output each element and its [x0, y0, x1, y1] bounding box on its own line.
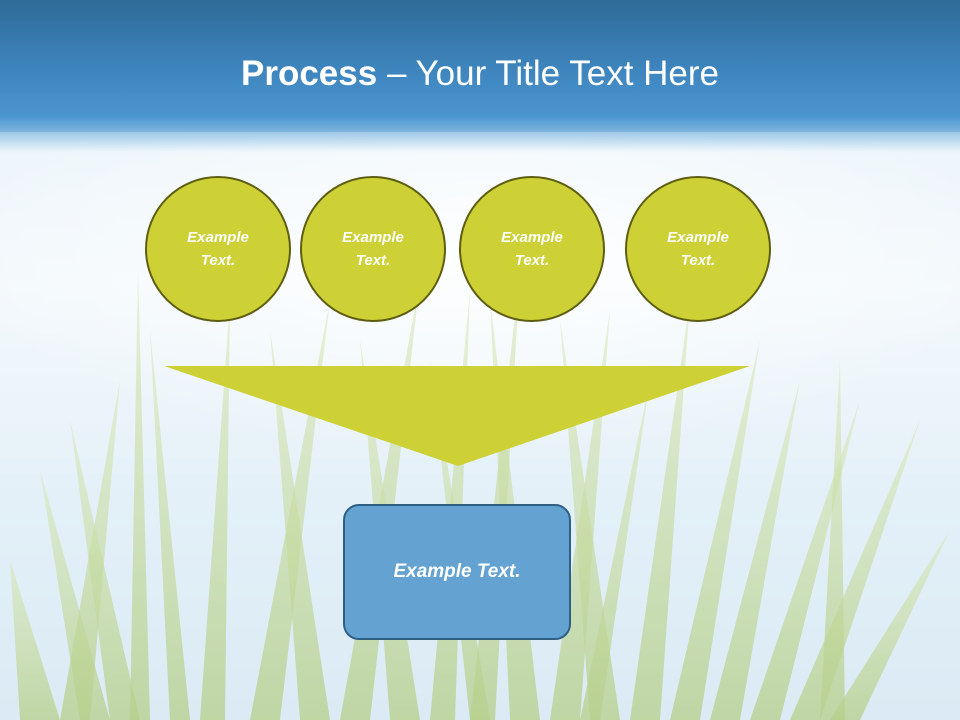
slide-title: Process – Your Title Text Here — [0, 52, 960, 96]
title-bar: Process – Your Title Text Here — [0, 0, 960, 152]
step-label-2: Example Text. — [342, 229, 404, 269]
step-circle-3: Example Text. — [459, 176, 605, 322]
result-box: Example Text. — [343, 504, 571, 640]
step-circle-1: Example Text. — [145, 176, 291, 322]
result-label: Example Text. — [393, 561, 521, 582]
title-bold: Process — [241, 54, 378, 93]
step-circle-2: Example Text. — [300, 176, 446, 322]
step-label-3: Example Text. — [501, 229, 563, 269]
title-rest: – Your Title Text Here — [377, 54, 719, 93]
funnel-triangle — [164, 366, 750, 466]
step-label-4: Example Text. — [667, 229, 729, 269]
step-label-1: Example Text. — [187, 229, 249, 269]
step-circle-4: Example Text. — [625, 176, 771, 322]
